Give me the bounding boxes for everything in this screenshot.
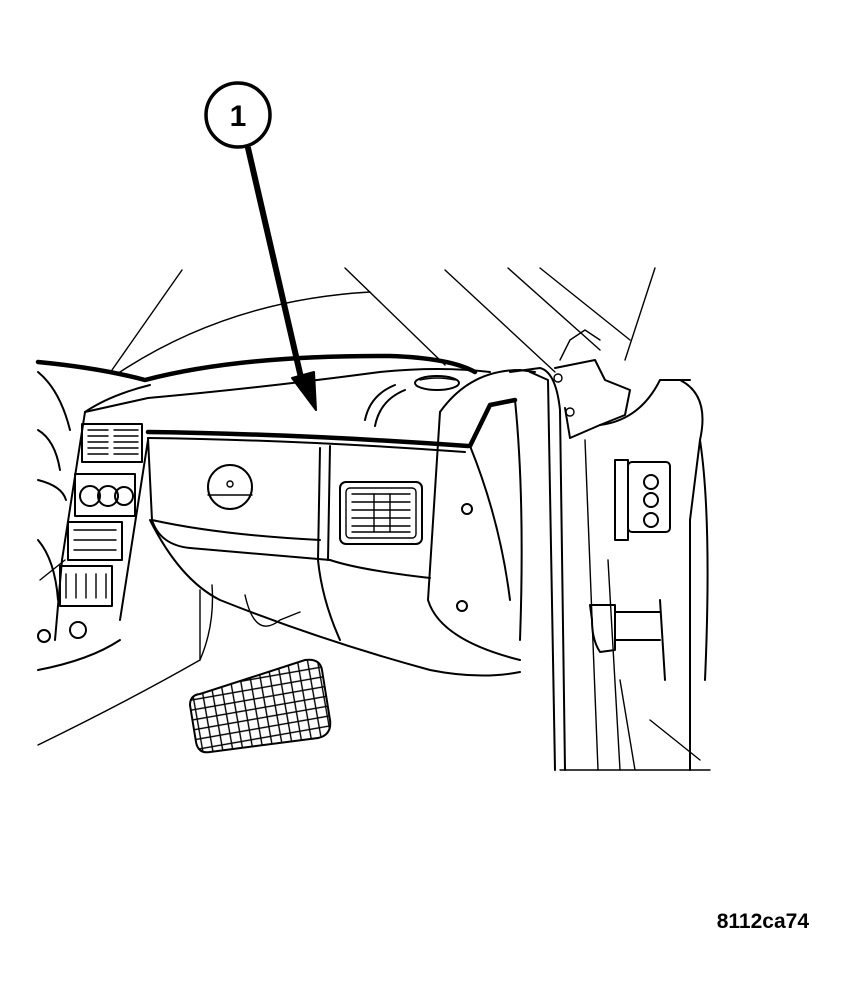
leader-line: [245, 145, 305, 385]
callout-circle: [204, 81, 272, 149]
floor-area: [37, 584, 332, 754]
dashboard-end-cap: [427, 369, 536, 661]
arrow-head-icon: [291, 371, 317, 411]
steering-area: [37, 371, 121, 671]
glovebox: [147, 437, 521, 677]
callout-number: 1: [230, 100, 247, 133]
dashboard-upper-pad: [35, 353, 491, 453]
callout-1: 1: [204, 81, 317, 411]
windshield-lines: [111, 267, 656, 373]
center-stack: [37, 411, 149, 643]
air-vent: [339, 481, 423, 545]
figure-reference-code: 8112ca74: [716, 910, 809, 933]
door-frame: [509, 329, 711, 771]
